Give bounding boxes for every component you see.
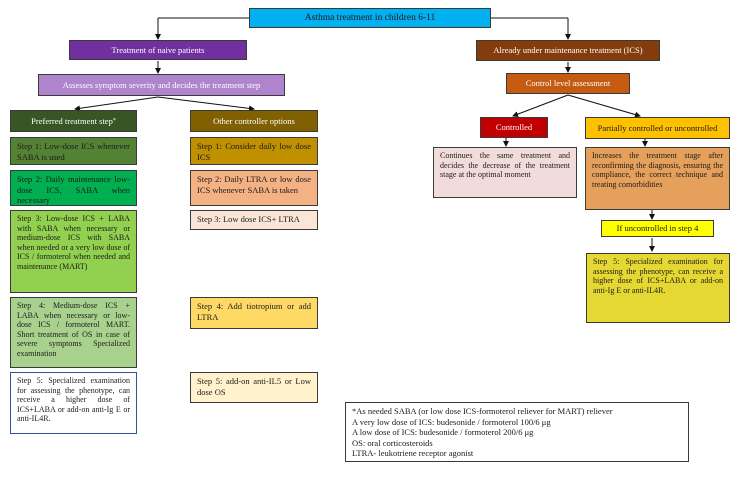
preferred-header-label: Preferred treatment step	[31, 115, 113, 126]
if-uncontrolled-box: If uncontrolled in step 4	[601, 220, 714, 237]
preferred-header: Preferred treatment step*	[10, 110, 137, 132]
control-level-box: Control level assessment	[506, 73, 630, 94]
note-line: LTRA- leukotriene receptor agonist	[352, 448, 474, 458]
note-line: *As needed SABA (or low dose ICS-formote…	[352, 406, 613, 416]
note-line: A very low dose of ICS: budesonide / for…	[352, 416, 551, 427]
preferred-step-3: Step 3: Low-dose ICS + LABA with SABA wh…	[10, 210, 137, 293]
maintenance-box: Already under maintenance treatment (ICS…	[476, 40, 660, 61]
other-step-2: Step 2: Daily LTRA or low dose ICS whene…	[190, 170, 318, 206]
right-step-5-box: Step 5: Specialized examination for asse…	[586, 253, 730, 323]
preferred-step-5: Step 5: Specialized examination for asse…	[10, 372, 137, 434]
other-step-5: Step 5: add-on anti-IL5 or Low dose OS	[190, 372, 318, 403]
controlled-box: Controlled	[480, 117, 548, 138]
naive-patients-box: Treatment of naive patients	[69, 40, 247, 60]
other-step-3: Step 3: Low dose ICS+ LTRA	[190, 210, 318, 230]
partial-text-box: Increases the treatment stage after reco…	[585, 147, 730, 210]
preferred-step-1: Step 1: Low-dose ICS whenever SABA is us…	[10, 137, 137, 165]
preferred-step-4: Step 4: Medium-dose ICS + LABA when nece…	[10, 297, 137, 368]
controlled-text-box: Continues the same treatment and decides…	[433, 147, 577, 198]
preferred-header-mark: *	[112, 117, 116, 124]
other-header: Other controller options	[190, 110, 318, 132]
other-step-1: Step 1: Consider daily low dose ICS	[190, 137, 318, 165]
diagram-title: Asthma treatment in children 6-11	[249, 8, 491, 28]
other-step-4: Step 4: Add tiotropium or add LTRA	[190, 297, 318, 329]
partially-controlled-box: Partially controlled or uncontrolled	[585, 117, 730, 139]
footnotes-box: *As needed SABA (or low dose ICS-formote…	[345, 402, 689, 462]
note-line: OS: oral corticosteroids	[352, 437, 433, 448]
note-line: A low dose of ICS: budesonide / formoter…	[352, 427, 534, 437]
preferred-step-2: Step 2: Daily maintenance low-dose ICS, …	[10, 170, 137, 206]
assess-severity-box: Assesses symptom severity and decides th…	[38, 74, 285, 96]
